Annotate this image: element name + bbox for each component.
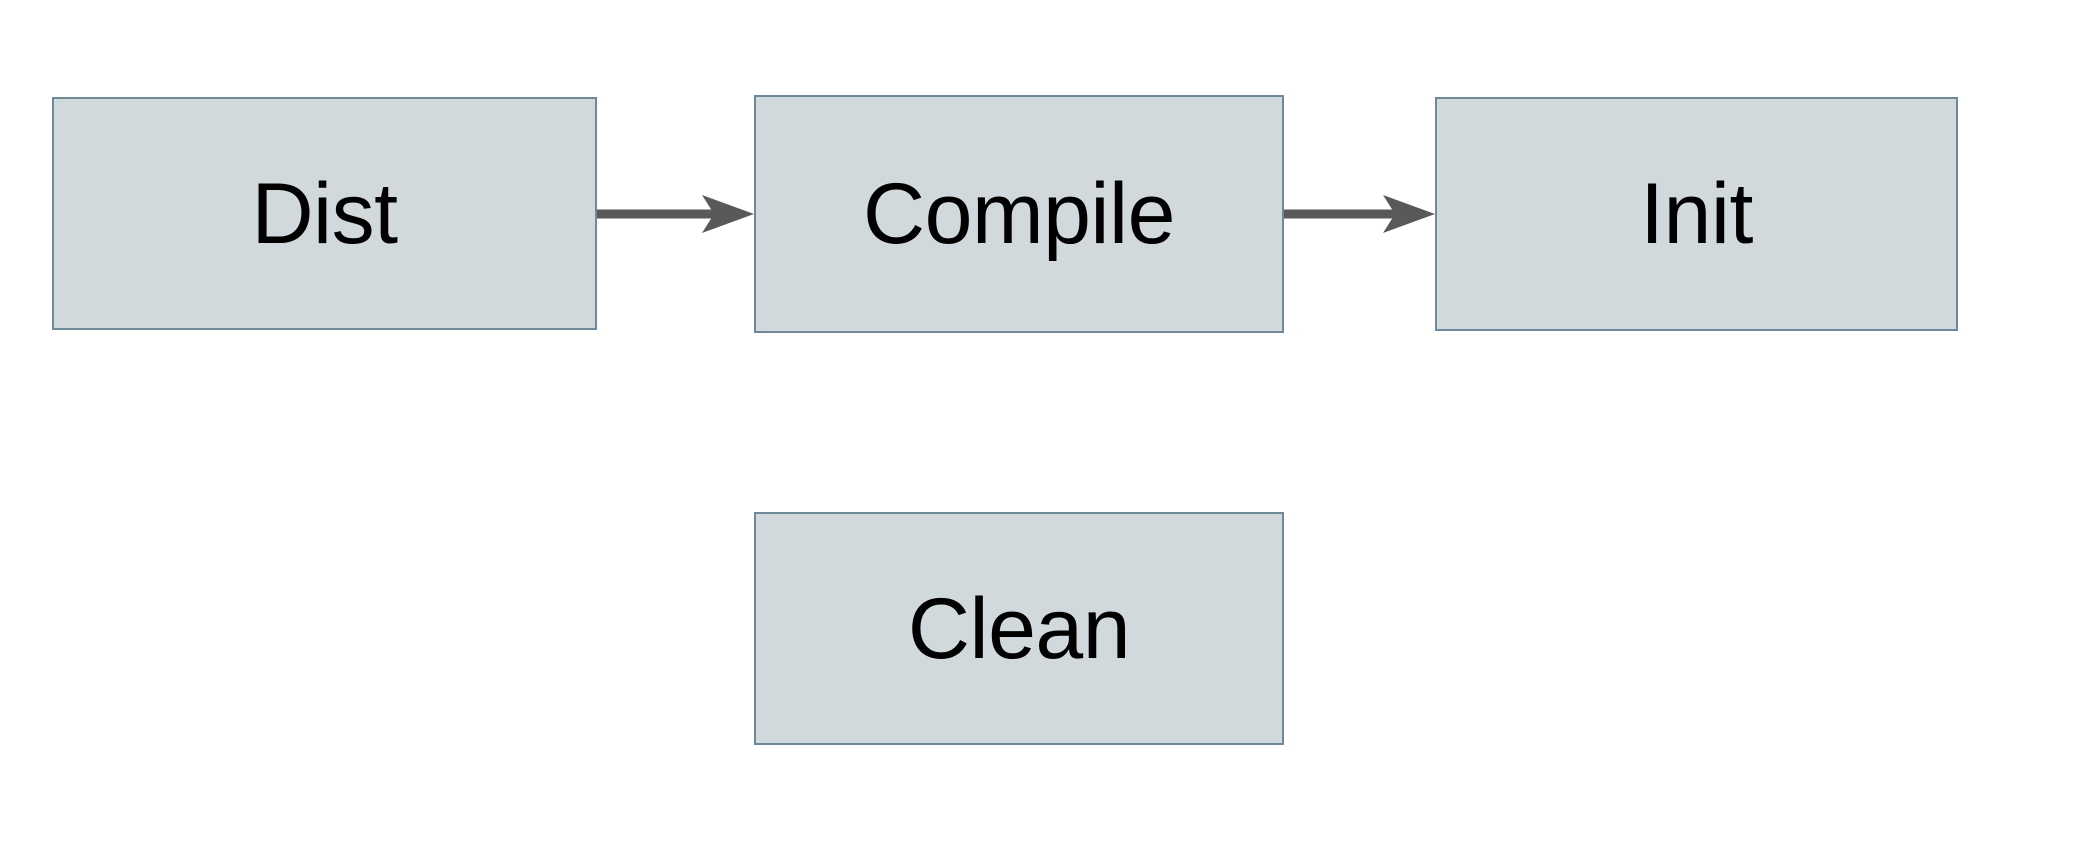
- node-dist-label: Dist: [251, 165, 398, 262]
- edge-compile-to-init[interactable]: [1284, 195, 1435, 233]
- arrowhead-icon: [1383, 195, 1435, 233]
- node-clean[interactable]: Clean: [754, 512, 1284, 745]
- arrowhead-icon: [702, 195, 754, 233]
- node-compile[interactable]: Compile: [754, 95, 1284, 333]
- edge-dist-to-compile[interactable]: [597, 195, 754, 233]
- node-compile-label: Compile: [863, 166, 1175, 262]
- node-dist[interactable]: Dist: [52, 97, 597, 330]
- node-init[interactable]: Init: [1435, 97, 1958, 331]
- node-clean-label: Clean: [907, 580, 1131, 677]
- node-init-label: Init: [1640, 166, 1753, 262]
